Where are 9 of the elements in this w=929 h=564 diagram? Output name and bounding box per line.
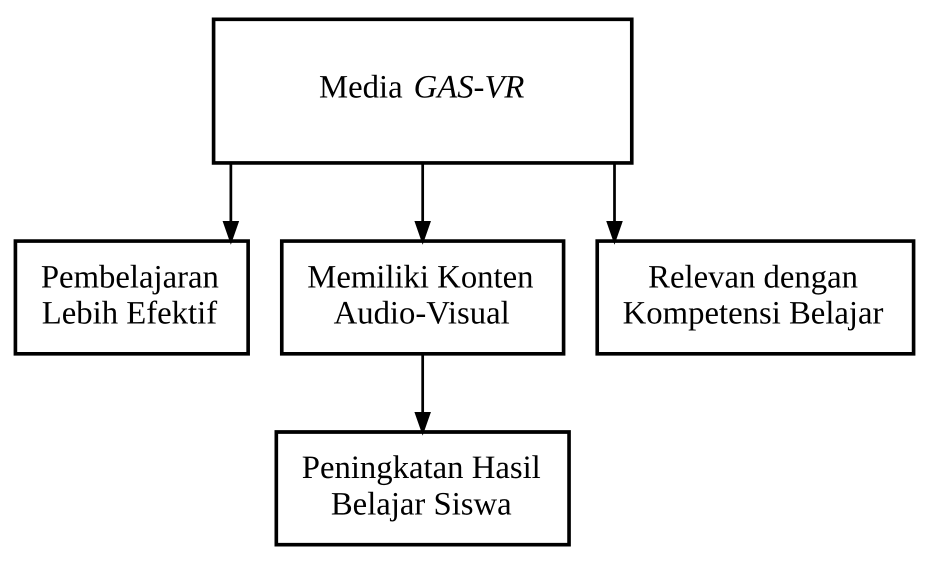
node-box: Pembelajaran Lebih Efektif: [14, 239, 250, 356]
arrow: [414, 163, 431, 245]
node-box: Peningkatan Hasil Belajar Siswa: [274, 430, 571, 547]
arrow: [222, 163, 240, 245]
node-box: Memiliki Konten Audio-Visual: [280, 239, 566, 356]
node-box: Media GAS-VR: [212, 17, 634, 165]
node-box: Relevan dengan Kompetensi Belajar: [595, 239, 916, 356]
arrow: [414, 354, 431, 436]
arrow: [606, 163, 623, 245]
